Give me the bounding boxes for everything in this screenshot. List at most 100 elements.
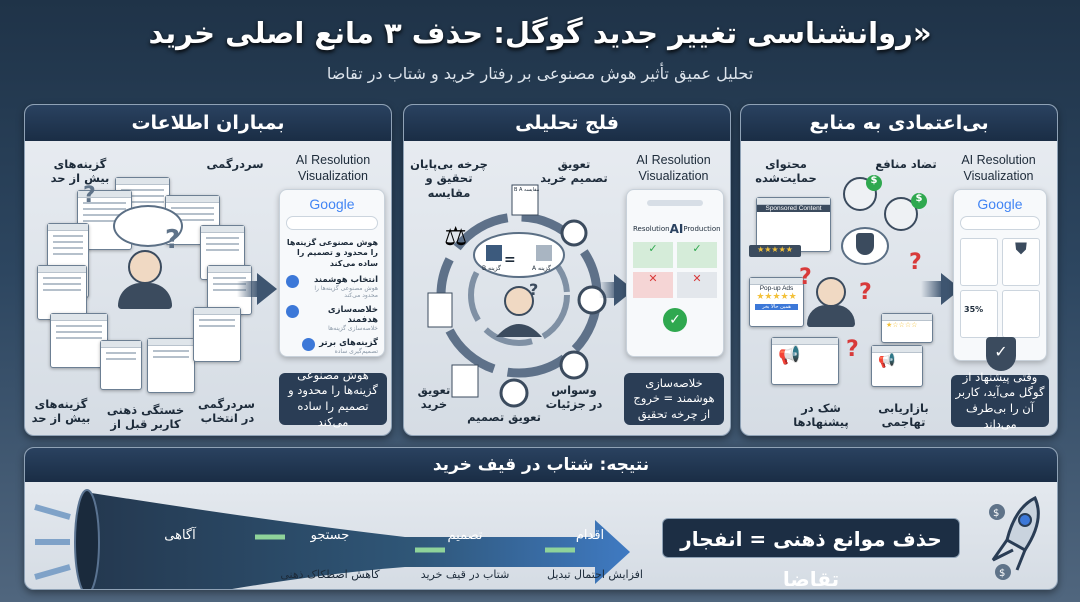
person-icon — [128, 250, 162, 284]
star-rating: ★☆☆☆☆ — [886, 321, 918, 329]
scale-icon: ⚖ — [444, 222, 467, 252]
popup-label: Pop-up Ads — [759, 285, 794, 292]
thought-cloud-icon — [473, 232, 565, 278]
panel-caption: وقتی پیشنهاد از گوگل می‌آید، کاربر آن را… — [951, 370, 1049, 431]
question-mark-icon: ? — [846, 337, 859, 362]
ai-comparison-card: Resolution AI Production ✓✓ ✕✕ ✓ — [626, 189, 724, 357]
search-input[interactable] — [960, 216, 1040, 230]
magnifier-icon — [499, 378, 529, 408]
google-logo: Google — [977, 196, 1023, 212]
rocket-icon: $ $ — [989, 495, 1040, 580]
stat-result-card[interactable]: 35% — [960, 290, 998, 338]
note-reduce-friction: کاهش اصطکاک ذهنی — [280, 568, 380, 581]
document-icon — [147, 338, 195, 393]
comparison-sheet-label: مقایسه B A — [514, 187, 540, 193]
megaphone-window: 📢 — [771, 337, 839, 385]
box-a-icon — [536, 245, 552, 261]
panel-caption: هوش مصنوعی گزینه‌ها را محدود و تصمیم را … — [279, 368, 387, 429]
question-mark-icon: ? — [859, 280, 872, 305]
checklist-icon — [511, 184, 539, 216]
person-body — [118, 283, 172, 309]
option-a-label: گزینه A — [532, 265, 551, 272]
panel-funnel-result: نتیجه: شتاب در قیف خرید آگاهی جستجو تصمی… — [24, 447, 1058, 590]
influencer-avatar — [843, 177, 877, 211]
arrow-shaft — [921, 281, 943, 297]
verified-result-card[interactable]: ⛊ — [1002, 238, 1040, 286]
stage-awareness: آگاهی — [164, 528, 196, 543]
google-logo: Google — [309, 196, 355, 212]
search-input[interactable] — [286, 216, 378, 230]
clock-icon — [577, 285, 607, 315]
cross-icon: ✕ — [633, 272, 673, 298]
result-card[interactable] — [1002, 290, 1040, 338]
review-window: ★☆☆☆☆ — [881, 313, 933, 343]
funnel-mouth — [74, 489, 100, 589]
panel-source-distrust: بی‌اعتمادی به منابع محتوای حمایت‌شده تضا… — [740, 104, 1058, 436]
label-delay-decision: تعویق تصمیم — [467, 410, 541, 424]
production-label: Production — [683, 225, 721, 233]
question-mark-icon: ? — [799, 265, 812, 290]
question-mark-icon: ? — [529, 280, 539, 299]
clock-icon — [559, 350, 589, 380]
shield-check-icon: ✓ — [986, 337, 1016, 371]
sponsored-window: Sponsored Content — [756, 197, 831, 252]
stage-arrows — [255, 534, 575, 553]
ai-resolution-title: AI Resolution Visualization — [961, 153, 1036, 183]
item-text: تصمیم‌گیری ساده — [334, 348, 378, 356]
person-icon — [816, 277, 846, 307]
clipboard-icon — [451, 364, 479, 398]
stage-action: اقدام — [575, 528, 605, 543]
label-obsession-details: وسواس در جزئیات — [545, 383, 603, 412]
slogan-box: حذف موانع ذهنی = انفجار تقاضا — [662, 518, 960, 589]
input-arrows — [34, 504, 71, 580]
label-too-many-options-bottom: گزینه‌های بیش از حد — [31, 397, 91, 426]
document-icon — [37, 265, 87, 320]
ai-label: AI — [669, 222, 684, 236]
badge-icon — [302, 338, 316, 352]
influencer-avatar — [884, 197, 918, 231]
funnel-icon — [34, 489, 630, 589]
label-delay-purchase: تعویق خرید — [417, 383, 451, 412]
svg-text:$: $ — [999, 568, 1005, 579]
megaphone-icon: 📢 — [878, 353, 896, 369]
label-purchase-delay: تعویق تصمیم خرید — [540, 157, 608, 186]
ai-resolution-title: AI Resolution Visualization — [295, 153, 371, 183]
label-endless-research: چرخه بی‌پایان تحقیق و مقایسه — [410, 157, 488, 200]
result-card[interactable] — [960, 238, 998, 286]
card-heading: هوش مصنوعی گزینه‌ها را محدود و تصمیم را … — [286, 238, 378, 268]
panel-caption: خلاصه‌سازی هوشمند = خروج از چرخه تحقیق — [624, 373, 724, 425]
cycle-diagram: ⚖ — [427, 184, 607, 408]
label-too-many-options: گزینه‌های بیش از حد — [50, 157, 110, 186]
panel-information-overload: بمباران اطلاعات گزینه‌های بیش از حد سردر… — [24, 104, 392, 436]
brain-icon — [286, 275, 299, 289]
ad-window: 📢 — [871, 345, 923, 387]
label-doubt-recommendations: شک در پیشنهادها — [793, 401, 849, 430]
dollar-icon: $ — [866, 175, 882, 191]
label-conflict-of-interest: تضاد منافع — [875, 157, 937, 171]
panel-analysis-paralysis: فلج تحلیلی چرخه بی‌پایان تحقیق و مقایسه … — [403, 104, 731, 436]
google-results-card: Google ⛊ 35% — [953, 189, 1047, 361]
document-icon — [193, 307, 241, 362]
person-body — [496, 324, 542, 337]
item-title: انتخاب هوشمند — [313, 275, 378, 286]
question-mark-icon: ? — [165, 225, 181, 255]
page-subtitle: تحلیل عمیق تأثیر هوش مصنوعی بر رفتار خری… — [326, 64, 754, 83]
ai-resolution-title: AI Resolution Visualization — [636, 153, 711, 183]
checklist-icon — [427, 292, 453, 328]
dollar-icon — [995, 564, 1011, 580]
success-check-icon: ✓ — [663, 308, 687, 332]
panel-title: نتیجه: شتاب در قیف خرید — [25, 448, 1057, 482]
google-ai-card: Google هوش مصنوعی گزینه‌ها را محدود و تص… — [279, 189, 385, 357]
stage-decision: تصمیم — [447, 528, 483, 543]
person-body — [807, 305, 855, 327]
dollar-icon — [989, 504, 1005, 520]
person-icon — [504, 286, 534, 316]
page-title: «روانشناسی تغییر جدید گوگل: حذف ۳ مانع ا… — [148, 16, 932, 50]
cross-icon: ✕ — [677, 272, 717, 298]
thought-cloud-icon — [113, 205, 183, 247]
resolution-label: Resolution — [633, 225, 670, 233]
arrow-shaft — [237, 281, 259, 297]
label-sponsored-content: محتوای حمایت‌شده — [755, 157, 817, 186]
